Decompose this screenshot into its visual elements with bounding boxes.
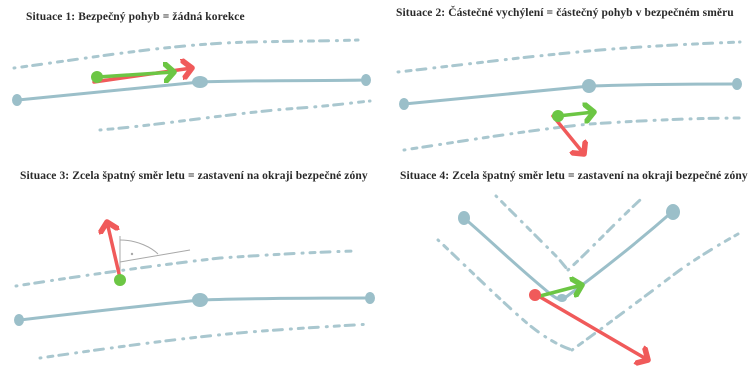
- panel-3: [14, 222, 375, 360]
- planned-path-left-branch: [462, 216, 564, 302]
- panel-2-caption: Situace 2: Částečné vychýlení = částečný…: [396, 7, 734, 19]
- corrected-motion-arrow: [96, 72, 174, 77]
- safe-zone-upper-boundary: [14, 249, 357, 288]
- safe-zone-lower-boundary: [38, 322, 372, 360]
- planned-path: [16, 78, 368, 102]
- path-waypoint-left: [458, 211, 470, 225]
- safe-zone-left-inner-boundary: [494, 194, 570, 272]
- panel-3-caption: Situace 3: Zcela špatný směr letu = zast…: [20, 170, 368, 182]
- safe-zone-right-outer-boundary: [570, 232, 740, 352]
- corrected-motion-arrow: [556, 112, 594, 116]
- path-waypoint-start: [14, 314, 24, 326]
- path-waypoint-start: [399, 98, 409, 110]
- corrected-motion-arrow: [538, 285, 582, 296]
- path-waypoint-end: [361, 74, 371, 86]
- desired-motion-arrow: [107, 222, 122, 280]
- safe-zone-lower-boundary: [98, 99, 372, 132]
- panel-4: [436, 194, 740, 360]
- safe-zone-upper-boundary: [12, 38, 360, 70]
- panel-1: [12, 38, 372, 132]
- path-waypoint-end: [732, 78, 742, 90]
- drone-position: [114, 274, 126, 286]
- safe-zone-lower-boundary: [402, 116, 747, 152]
- path-waypoint-start: [12, 94, 22, 106]
- planned-path: [402, 82, 738, 106]
- panel-1-caption: Situace 1: Bezpečný pohyb = žádná korekc…: [26, 11, 245, 23]
- construction-angle-arc: [119, 239, 159, 255]
- construction-angle-dot: [130, 252, 134, 256]
- path-waypoint-right: [666, 204, 680, 220]
- path-waypoint-mid: [192, 293, 208, 307]
- drone-position: [529, 289, 541, 301]
- panel-2: [396, 40, 747, 154]
- desired-motion-arrow: [551, 114, 584, 154]
- drone-position: [552, 110, 564, 122]
- path-waypoint-end: [365, 292, 375, 304]
- safe-zone-left-outer-boundary: [436, 238, 574, 352]
- desired-motion-arrow: [533, 292, 648, 360]
- drone-position: [91, 71, 103, 83]
- path-waypoint-vertex: [557, 294, 567, 302]
- path-waypoint-mid: [192, 76, 208, 88]
- panel-4-caption: Situace 4: Zcela špatný směr letu = zast…: [400, 170, 748, 182]
- path-waypoint-mid: [582, 79, 596, 93]
- safe-zone-right-inner-boundary: [566, 198, 642, 272]
- construction-line-projection: [119, 249, 191, 263]
- safe-zone-upper-boundary: [396, 40, 742, 74]
